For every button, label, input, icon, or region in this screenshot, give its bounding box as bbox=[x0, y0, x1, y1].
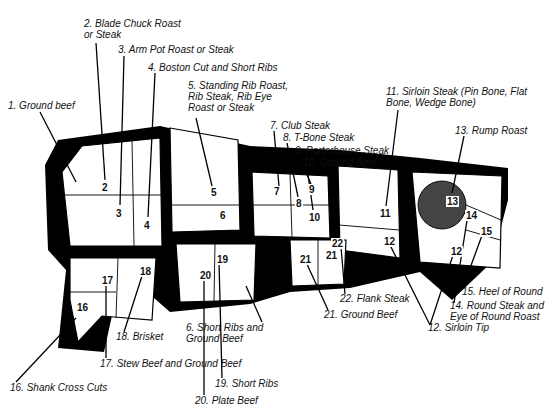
callout-number: 21 bbox=[299, 254, 312, 265]
cut-label: 1. Ground beef bbox=[8, 100, 75, 111]
leader-line bbox=[120, 56, 124, 205]
cut-label: 7. Club Steak bbox=[270, 120, 330, 131]
shank-brisket-piece bbox=[70, 258, 156, 342]
callout-number: 12 bbox=[450, 246, 463, 257]
callout-number: 18 bbox=[139, 266, 152, 277]
division-line bbox=[171, 205, 239, 206]
leader-line bbox=[452, 136, 464, 193]
rump-section bbox=[418, 181, 466, 229]
cut-label: 14. Round Steak and Eye of Round Roast bbox=[450, 300, 550, 322]
leader-line bbox=[246, 286, 262, 322]
cut-label: 5. Standing Rib Roast, Rib Steak, Rib Ey… bbox=[188, 80, 300, 113]
callout-number: 13 bbox=[446, 196, 459, 207]
callout-number: 4 bbox=[143, 220, 151, 231]
callout-number: 21 bbox=[325, 250, 338, 261]
callout-number: 22 bbox=[331, 238, 344, 249]
callout-number: 16 bbox=[76, 302, 89, 313]
leader-line bbox=[386, 110, 398, 206]
cut-label: 3. Arm Pot Roast or Steak bbox=[118, 44, 234, 55]
cut-label: 18. Brisket bbox=[116, 331, 163, 342]
chuck-piece bbox=[62, 138, 162, 246]
cut-label: 10. Ground Beef bbox=[303, 157, 376, 168]
cut-label: 12. Sirloin Tip bbox=[428, 322, 489, 333]
cut-label: 17. Stew Beef and Ground Beef bbox=[100, 358, 241, 369]
division-line bbox=[62, 195, 161, 196]
division-line bbox=[318, 240, 319, 285]
cut-divisions bbox=[62, 140, 501, 318]
plate-piece bbox=[176, 244, 256, 302]
division-line bbox=[253, 205, 329, 206]
leader-line bbox=[105, 284, 106, 358]
leader-line bbox=[462, 230, 484, 290]
callout-number: 6 bbox=[219, 210, 227, 221]
cut-label: 22. Flank Steak bbox=[340, 293, 409, 304]
callout-number: 5 bbox=[210, 187, 218, 198]
rib-piece bbox=[170, 128, 240, 232]
division-line bbox=[214, 244, 215, 301]
division-line bbox=[132, 140, 134, 246]
leader-line bbox=[306, 262, 328, 310]
cut-label: 20. Plate Beef bbox=[195, 395, 258, 406]
leader-line bbox=[96, 43, 105, 180]
callout-number: 17 bbox=[101, 275, 114, 286]
cut-label: 15. Heel of Round bbox=[462, 286, 543, 297]
callout-number: 3 bbox=[115, 208, 123, 219]
callout-number: 8 bbox=[295, 198, 303, 209]
cut-label: 13. Rump Roast bbox=[455, 125, 527, 136]
loin-piece bbox=[252, 172, 330, 238]
division-line bbox=[339, 225, 399, 230]
callout-number: 19 bbox=[216, 254, 229, 265]
cut-label: 16. Shank Cross Cuts bbox=[10, 382, 107, 393]
division-line bbox=[116, 258, 118, 318]
callout-number: 14 bbox=[465, 210, 478, 221]
leader-line bbox=[341, 247, 345, 294]
cut-label: 2. Blade Chuck Roast or Steak bbox=[84, 18, 188, 40]
cut-label: 6. Short Ribs and Ground Beef bbox=[186, 322, 276, 344]
cut-label: 21. Ground Beef bbox=[324, 309, 397, 320]
sirloin-piece bbox=[338, 166, 400, 258]
carcass-silhouette bbox=[45, 126, 508, 352]
callout-number: 10 bbox=[308, 212, 321, 223]
callout-number: 2 bbox=[101, 182, 109, 193]
leader-line bbox=[40, 112, 76, 182]
round-piece bbox=[412, 172, 502, 268]
callout-number: 15 bbox=[480, 226, 493, 237]
leader-line bbox=[196, 118, 212, 186]
callout-number: 7 bbox=[273, 186, 281, 197]
leader-line bbox=[274, 131, 279, 186]
cut-label: 8. T-Bone Steak bbox=[283, 132, 354, 143]
leader-line bbox=[124, 276, 142, 332]
division-line bbox=[290, 174, 292, 237]
callout-number: 12 bbox=[383, 236, 396, 247]
callout-number: 9 bbox=[308, 184, 316, 195]
cut-label: 9. Porterhouse Steak bbox=[295, 145, 389, 156]
cut-label: 11. Sirloin Steak (Pin Bone, Flat Bone, … bbox=[386, 86, 536, 108]
cut-label: 19. Short Ribs bbox=[215, 378, 278, 389]
callout-number: 20 bbox=[199, 270, 212, 281]
cut-label: 4. Boston Cut and Short Ribs bbox=[148, 62, 278, 73]
leader-line bbox=[16, 318, 76, 382]
division-line bbox=[466, 205, 501, 220]
callout-number: 11 bbox=[379, 208, 392, 219]
leader-line bbox=[148, 73, 155, 217]
cut-pieces bbox=[62, 128, 502, 342]
division-line bbox=[70, 292, 116, 293]
